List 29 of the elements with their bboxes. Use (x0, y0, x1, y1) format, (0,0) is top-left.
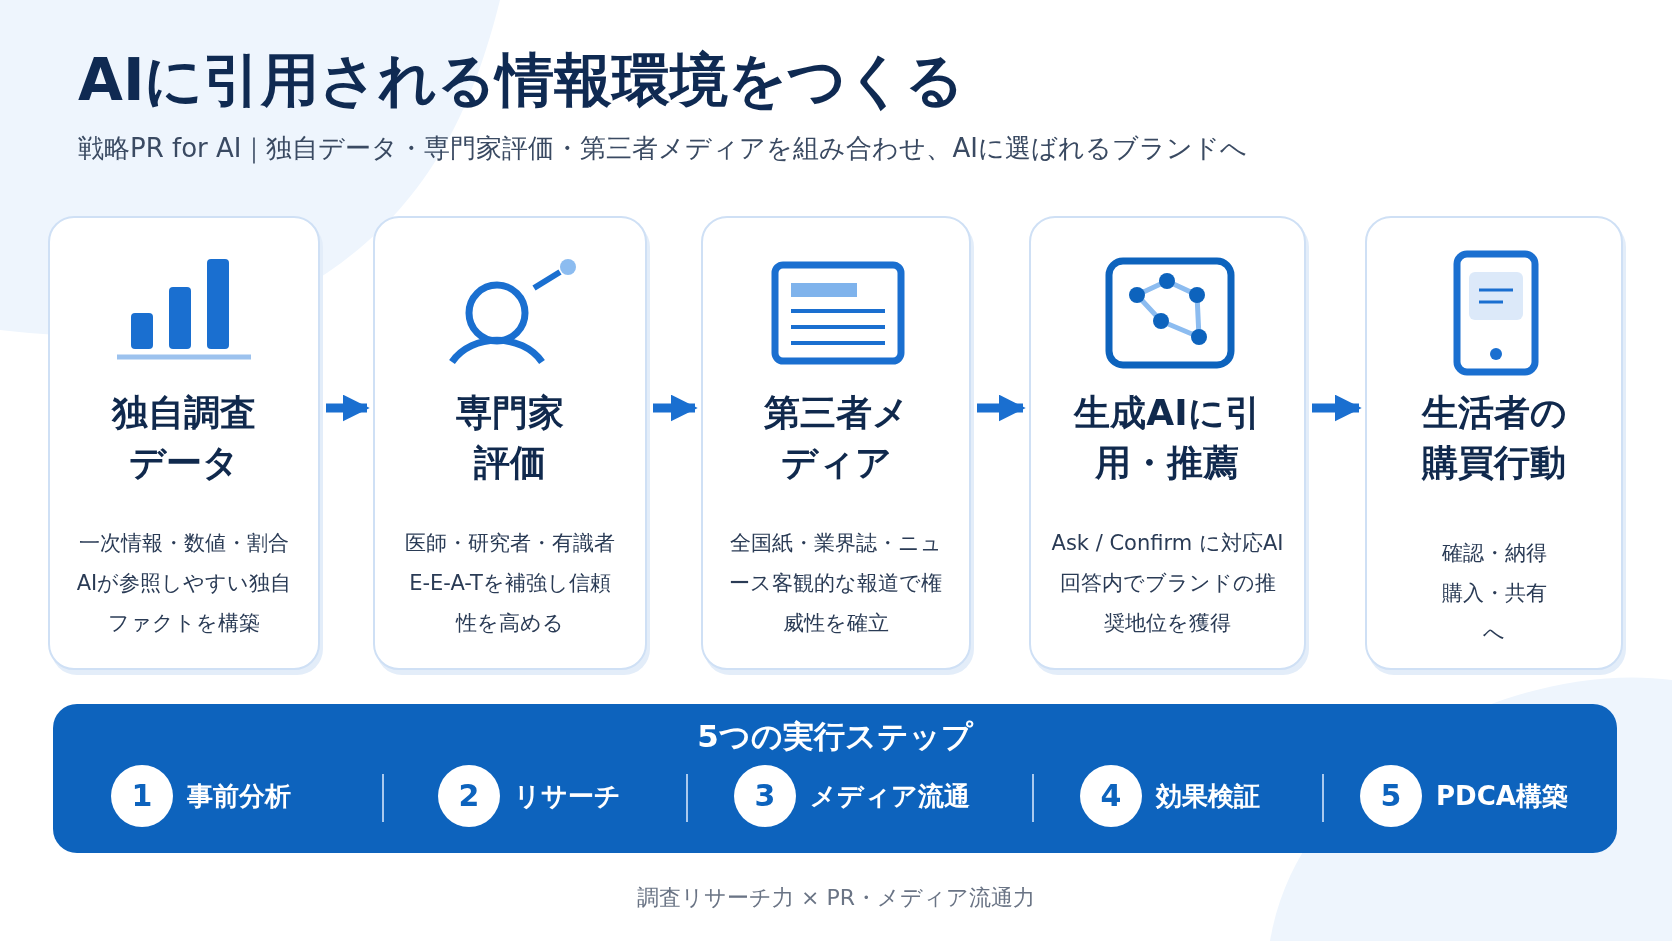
card-text: 全国紙・業界誌・ニュース客観的な報道で権威性を確立 (728, 530, 944, 637)
steps-band (53, 704, 1617, 853)
number-badge: 2 (438, 765, 500, 827)
card-heading: 第三者メディア (762, 391, 910, 485)
card-text: Ask / Confirm に対応AI回答内でブランドの推奨地位を獲得 (1050, 530, 1285, 637)
card-heading: 生成AIに引用・推薦 (1072, 391, 1262, 485)
card-heading: 生活者の購買行動 (1420, 391, 1568, 485)
step-label: PDCA構築 (1436, 780, 1568, 813)
subtitle: 戦略PR for AI｜独自データ・専門家評価・第三者メディアを組み合わせ、AIに選ばれるブランドへ (78, 132, 1248, 166)
arrow (653, 394, 698, 422)
card-text: 医師・研究者・有識者E-E-A-Tを補強し信頼性を高める (404, 530, 616, 637)
footer-note: 調査リサーチ力 × PR・メディア流通力 (636, 884, 1036, 912)
arrow (1312, 394, 1362, 422)
band-heading: 5つの実行ステップ (697, 717, 973, 756)
step-label: リサーチ (514, 780, 621, 813)
number-badge: 3 (734, 765, 796, 827)
step-label: 効果検証 (1156, 780, 1260, 813)
arrow (326, 394, 370, 422)
step-label: メディア流通 (810, 780, 970, 813)
card-text: 一次情報・数値・割合AIが参照しやすい独自ファクトを構築 (75, 530, 293, 637)
step-label: 事前分析 (187, 780, 291, 813)
title: AIに引用される情報環境をつくる (78, 45, 965, 116)
card-text: 確認・納得購入・共有へ (1440, 540, 1548, 647)
arrow (977, 394, 1026, 422)
card-heading: 専門家評価 (455, 391, 565, 485)
number-badge: 1 (111, 765, 173, 827)
card-heading: 独自調査データ (110, 391, 257, 485)
number-badge: 4 (1080, 765, 1142, 827)
number-badge: 5 (1360, 765, 1422, 827)
